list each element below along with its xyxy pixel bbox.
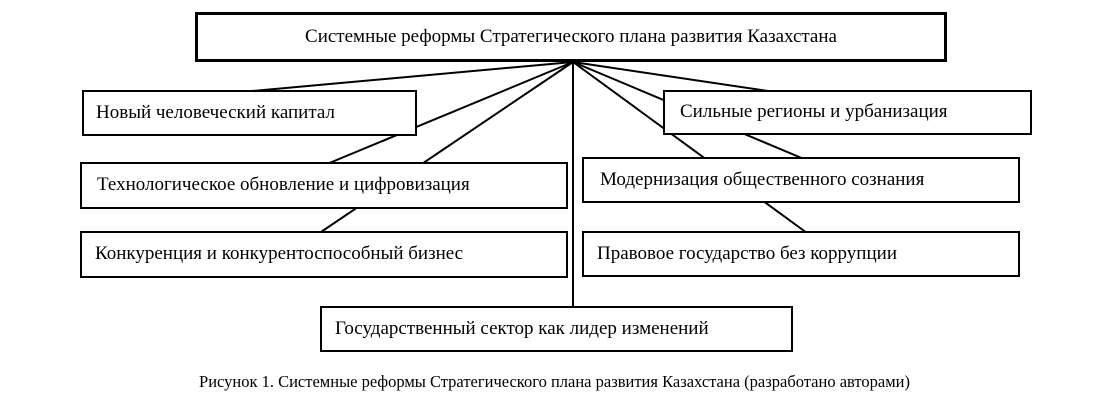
connector-root-to-strong-regions bbox=[572, 61, 769, 92]
root-node-label: Системные реформы Стратегического плана … bbox=[305, 25, 837, 47]
node-technological-renewal: Технологическое обновление и цифровизаци… bbox=[80, 162, 568, 209]
node-label: Сильные регионы и урбанизация bbox=[680, 101, 948, 123]
node-new-human-capital: Новый человеческий капитал bbox=[82, 90, 417, 136]
figure-caption: Рисунок 1. Системные реформы Стратегичес… bbox=[199, 372, 910, 391]
node-public-sector: Государственный сектор как лидер изменен… bbox=[320, 306, 793, 352]
node-competition-business: Конкуренция и конкурентоспособный бизнес bbox=[80, 231, 568, 278]
node-strong-regions: Сильные регионы и урбанизация bbox=[663, 90, 1032, 135]
node-label: Модернизация общественного сознания bbox=[600, 168, 925, 190]
node-label: Государственный сектор как лидер изменен… bbox=[335, 317, 709, 339]
node-label: Правовое государство без коррупции bbox=[597, 242, 897, 264]
connector-root-to-technological-renewal bbox=[326, 61, 574, 165]
node-rule-of-law: Правовое государство без коррупции bbox=[582, 231, 1020, 277]
root-node-systemic-reforms: Системные реформы Стратегического плана … bbox=[195, 12, 947, 62]
node-label: Новый человеческий капитал bbox=[96, 101, 335, 123]
node-label: Конкуренция и конкурентоспособный бизнес bbox=[95, 243, 464, 265]
connector-root-to-new-human-capital bbox=[251, 61, 574, 92]
connector-root-to-rule-of-law bbox=[572, 61, 808, 234]
node-label: Технологическое обновление и цифровизаци… bbox=[97, 174, 470, 196]
node-modernization-consciousness: Модернизация общественного сознания bbox=[582, 157, 1020, 203]
